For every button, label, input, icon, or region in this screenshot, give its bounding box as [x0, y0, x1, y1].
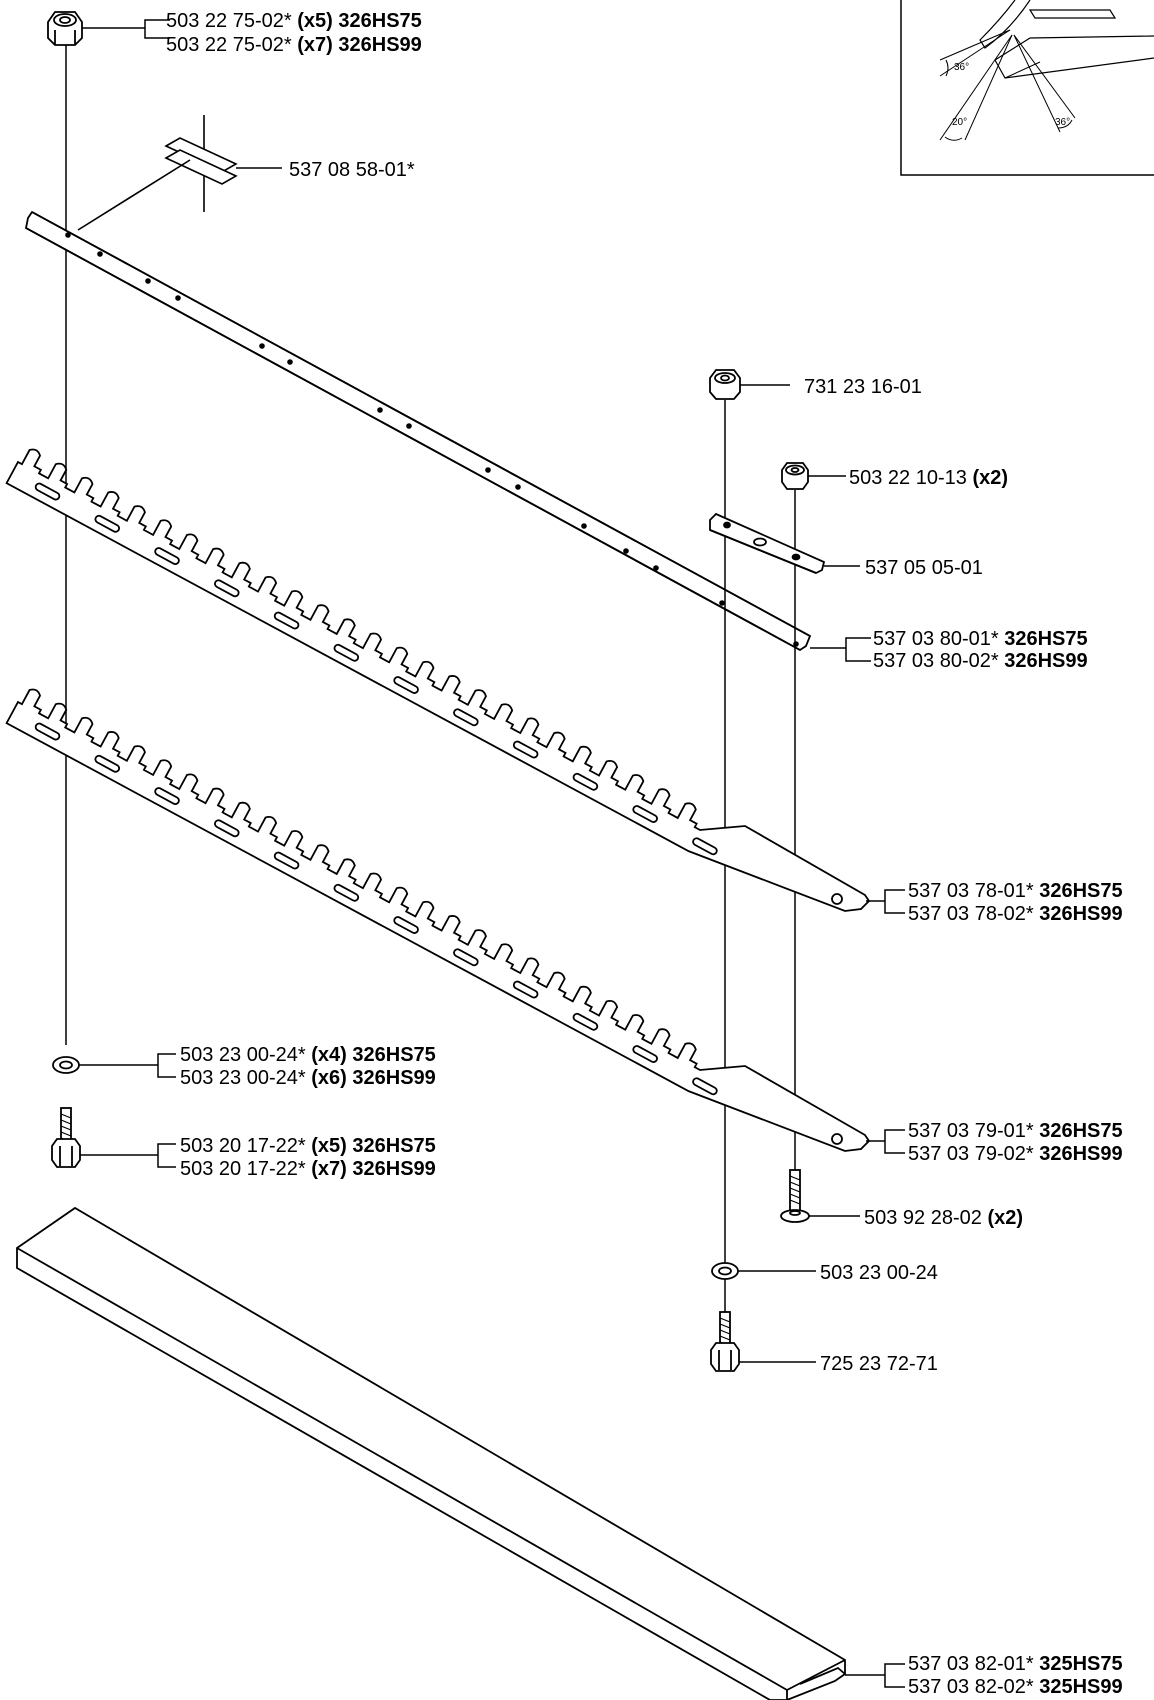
blade-slot [512, 740, 539, 759]
blade-slot [94, 754, 121, 773]
blade-slot [572, 1012, 599, 1031]
angle-label-1: 36° [954, 62, 969, 73]
blade-slot [393, 676, 419, 694]
label-blade-lower-2: 537 03 79-02* 326HS99 [908, 1143, 1123, 1165]
label-blade-upper-2: 537 03 78-02* 326HS99 [908, 903, 1123, 925]
label-nut-small: 503 22 10-13 (x2) [849, 467, 1008, 489]
angle-label-3: 36° [1055, 117, 1070, 128]
blade-slot [572, 772, 599, 791]
clip-part [77, 115, 238, 231]
label-blade-upper: 537 03 78-01* 326HS75 [908, 880, 1123, 902]
label-washer-left: 503 23 00-24* (x4) 326HS75 [180, 1044, 436, 1066]
label-washer-right: 503 23 00-24 [820, 1262, 938, 1284]
label-nut-top-2: 503 22 75-02* (x7) 326HS99 [166, 34, 422, 56]
bracket-part [709, 512, 826, 574]
blade-slot [214, 819, 240, 838]
label-screw-right: 503 92 28-02 (x2) [864, 1207, 1023, 1229]
label-washer-left-2: 503 23 00-24* (x6) 326HS99 [180, 1067, 436, 1089]
lower-blade [5, 688, 871, 1152]
top-nut-icon [47, 11, 83, 46]
leader-lines [79, 19, 905, 1688]
blade-slot [333, 883, 360, 902]
upper-blade [5, 448, 871, 912]
label-bolt-left: 503 20 17-22* (x5) 326HS75 [180, 1135, 436, 1157]
blade-slot [214, 579, 240, 598]
label-bolt-right: 725 23 72-71 [820, 1353, 938, 1375]
right-screw-icon [780, 1169, 810, 1223]
blade-hole [831, 893, 843, 905]
label-guard-2: 537 03 82-02* 325HS99 [908, 1676, 1123, 1698]
blade-slot [512, 980, 539, 999]
left-washer-icon [52, 1056, 80, 1074]
blade-slot [94, 514, 121, 533]
blade-slot [692, 1077, 718, 1096]
blade-hole [831, 1133, 843, 1145]
right-bolt-icon [710, 1311, 740, 1372]
blade-slot [632, 805, 658, 823]
blade-slot [393, 916, 419, 934]
support-bar [24, 210, 812, 652]
right-nut-icon [709, 369, 741, 400]
label-bracket: 537 05 05-01 [865, 557, 983, 579]
label-blade-lower: 537 03 79-01* 326HS75 [908, 1120, 1123, 1142]
blade-slot [453, 708, 479, 727]
label-bolt-left-2: 503 20 17-22* (x7) 326HS99 [180, 1158, 436, 1180]
blade-slot [692, 837, 718, 856]
blade-slot [273, 851, 300, 870]
label-bar-2: 537 03 80-02* 326HS99 [873, 650, 1088, 672]
angle-label-2: 20° [952, 117, 967, 128]
label-nut-top: 503 22 75-02* (x5) 326HS75 [166, 10, 422, 32]
blade-slot [333, 643, 360, 662]
label-clip: 537 08 58-01* [289, 159, 415, 181]
small-nut-icon [781, 462, 809, 490]
label-guard: 537 03 82-01* 325HS75 [908, 1653, 1123, 1675]
label-bar: 537 03 80-01* 326HS75 [873, 628, 1088, 650]
blade-slot [34, 482, 61, 501]
blade-slot [34, 722, 61, 741]
right-washer-icon [711, 1262, 739, 1280]
blade-slot [453, 948, 479, 967]
blade-guard [16, 1206, 846, 1700]
left-bolt-icon [51, 1107, 81, 1168]
label-nut-right: 731 23 16-01 [804, 376, 922, 398]
inset-sharpening-detail [900, 0, 1154, 176]
blade-slot [632, 1045, 658, 1063]
blade-slot [154, 787, 180, 805]
blade-slot [273, 611, 300, 630]
blade-slot [154, 547, 180, 565]
